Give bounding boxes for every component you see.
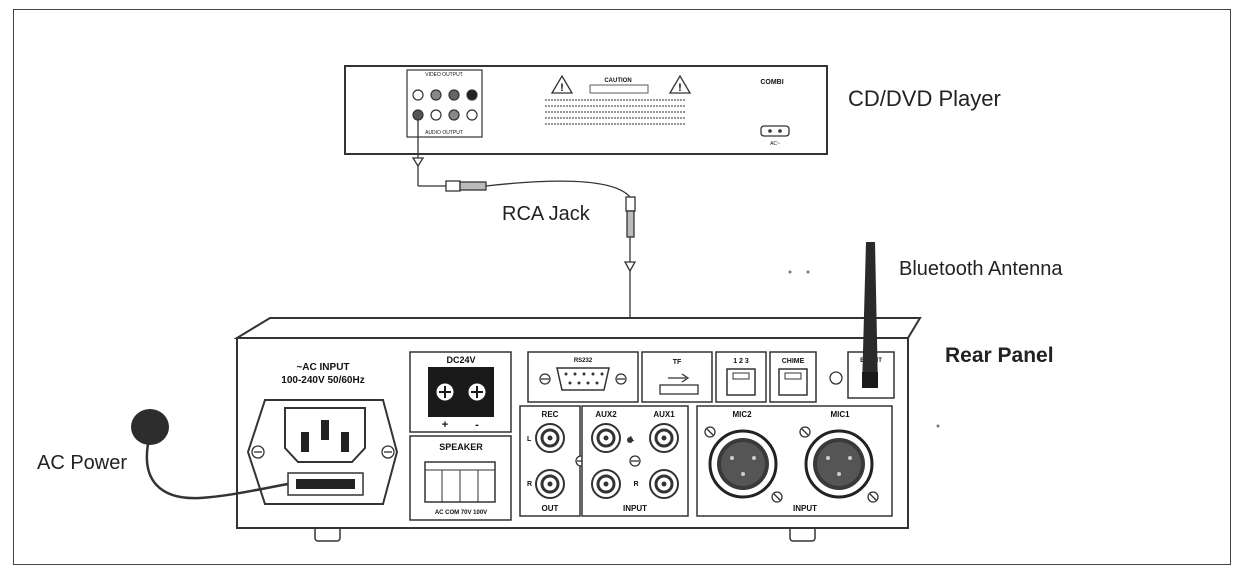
caution-warning: ! ! CAUTION: [545, 74, 692, 125]
dc24v-section: DC24V + -: [409, 351, 512, 433]
tf-usb-section: TF: [641, 351, 713, 403]
rec-out-section: REC L R OUT: [519, 405, 581, 517]
power-plug-icon: [131, 409, 169, 445]
svg-text:!: !: [560, 82, 564, 94]
bluetooth-antenna-label: Bluetooth Antenna: [899, 258, 1063, 280]
rca-jack-label: RCA Jack: [502, 203, 590, 225]
player-audio-jacks: [412, 109, 478, 121]
svg-text:REC: REC: [542, 410, 559, 419]
svg-text:RS232: RS232: [574, 358, 593, 364]
player-power-socket: AC~: [760, 125, 790, 147]
db9-connector: [556, 367, 610, 391]
diagram-frame: [13, 9, 1231, 565]
warning-triangle-icon-2: [668, 74, 692, 94]
aux-input-section: AUX2 AUX1 L R INPUT: [581, 405, 689, 517]
svg-text:MIC2: MIC2: [732, 410, 752, 419]
warning-triangle-icon: [550, 74, 574, 94]
svg-text:L: L: [527, 436, 532, 443]
svg-text:TF: TF: [673, 359, 682, 366]
cd-dvd-player-label: CD/DVD Player: [848, 86, 1001, 111]
speaker-terminal-label: AC COM 70V 100V: [435, 510, 487, 516]
video-output-label: VIDEO OUTPUT: [425, 72, 463, 78]
svg-text:!: !: [678, 82, 682, 94]
svg-text:R: R: [633, 481, 638, 488]
svg-text:1 2 3: 1 2 3: [733, 358, 749, 365]
chime-section: CHIME: [769, 351, 817, 403]
svg-text:+: +: [442, 419, 448, 431]
svg-text:AC~: AC~: [770, 141, 780, 147]
svg-text:R: R: [527, 481, 532, 488]
indicator-led: [829, 371, 843, 385]
ac-power-label: AC Power: [37, 452, 128, 474]
svg-text:AUX2: AUX2: [595, 410, 617, 419]
svg-text:INPUT: INPUT: [793, 504, 817, 513]
speaker-section: SPEAKER AC COM 70V 100V: [409, 435, 512, 521]
ac-input-label: ~AC INPUT: [296, 362, 349, 373]
svg-text:-: -: [475, 419, 479, 431]
usb-icon: [668, 373, 690, 383]
caution-label: CAUTION: [604, 78, 631, 84]
amplifier-rear-panel: ~AC INPUT 100-240V 50/60Hz DC24V: [233, 317, 922, 542]
svg-text:AUX1: AUX1: [653, 410, 675, 419]
speaker-label: SPEAKER: [439, 442, 483, 452]
ac-power-cord: [131, 409, 289, 500]
rs232-section: RS232: [527, 351, 639, 403]
svg-text:INPUT: INPUT: [623, 504, 647, 513]
player-video-jacks: [412, 89, 478, 101]
mic-input-section: MIC2 MIC1 INPUT: [696, 405, 893, 517]
audio-output-label: AUDIO OUTPUT: [425, 130, 463, 136]
svg-text:CHIME: CHIME: [782, 358, 805, 365]
network-section: 1 2 3: [715, 351, 767, 403]
cd-dvd-player: VIDEO OUTPUT AUDIO OUTPUT ! ! CAUTION: [344, 65, 828, 155]
rca-plug-tip: [627, 437, 633, 443]
svg-text:OUT: OUT: [542, 504, 559, 513]
dc24v-label: DC24V: [446, 355, 475, 365]
player-output-block: [406, 69, 483, 138]
rear-panel-label: Rear Panel: [945, 344, 1054, 367]
svg-text:MIC1: MIC1: [830, 410, 850, 419]
bluetooth-antenna: [862, 242, 878, 388]
ac-input-section: ~AC INPUT 100-240V 50/60Hz: [246, 362, 399, 505]
player-model-label: COMBI: [760, 79, 783, 86]
ac-voltage-label: 100-240V 50/60Hz: [281, 375, 364, 386]
